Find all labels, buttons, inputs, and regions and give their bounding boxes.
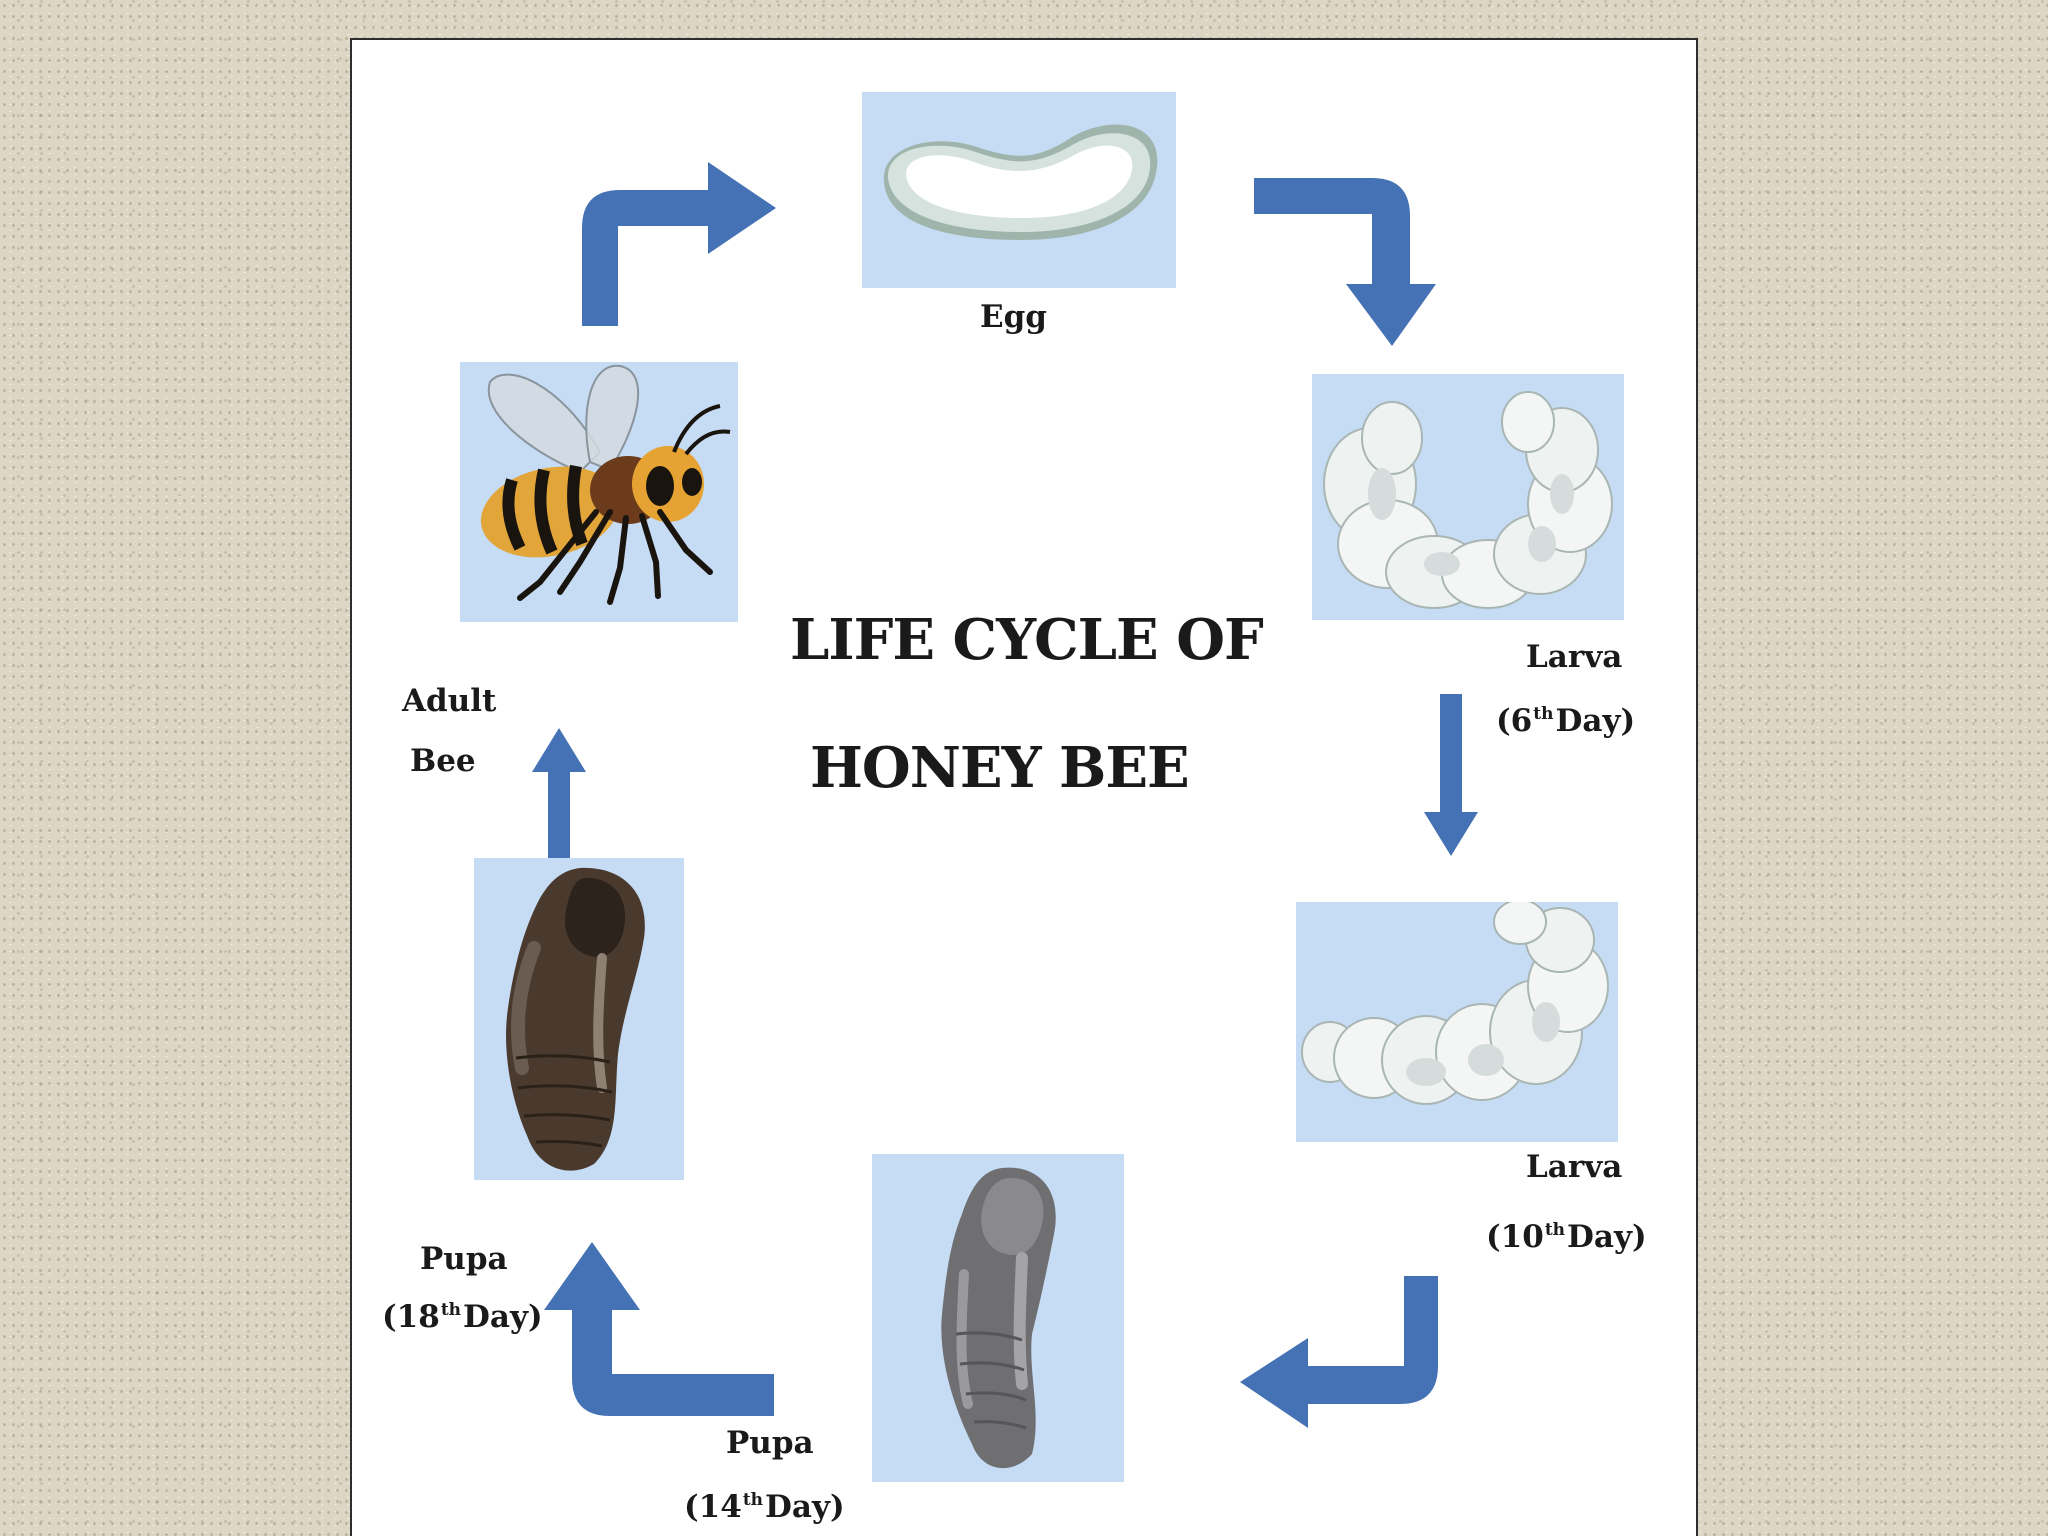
pupa-14th-day-age: (14thDay) [684,1489,845,1525]
arrow-pupa14-to-pupa18-icon [544,1242,774,1416]
larva-10th-day-label: Larva [1526,1149,1623,1185]
diagram-panel: LIFE CYCLE OF HONEY BEE Egg [350,38,1698,1536]
pupa-18th-day-label: Pupa [420,1241,508,1277]
larva-6th-day-image [1312,374,1624,620]
adult-bee-label-line-2: Bee [410,743,476,779]
title-line-2: HONEY BEE [810,735,1190,801]
arrow-larva6-to-larva10-icon [1424,694,1478,856]
pupa-18th-day-image [474,858,684,1180]
pupa-14th-day-image [872,1154,1124,1482]
larva-6th-day-label: Larva [1526,639,1623,675]
arrow-larva10-to-pupa14-icon [1240,1276,1438,1428]
egg-label: Egg [980,299,1047,335]
arrow-egg-to-larva-icon [1254,178,1436,346]
larva-6th-day-age: (6thDay) [1496,703,1636,739]
egg-image [862,92,1176,288]
pupa-18th-day-age: (18thDay) [382,1299,543,1335]
adult-bee-image [460,362,738,622]
title-line-1: LIFE CYCLE OF [790,607,1264,673]
arrow-adult-to-egg-icon [582,162,776,326]
adult-bee-label-line-1: Adult [402,683,497,719]
pupa-14th-day-label: Pupa [726,1425,814,1461]
larva-10th-day-age: (10thDay) [1486,1219,1647,1255]
arrow-pupa18-to-adult-icon [532,728,586,858]
larva-10th-day-image [1296,902,1618,1142]
